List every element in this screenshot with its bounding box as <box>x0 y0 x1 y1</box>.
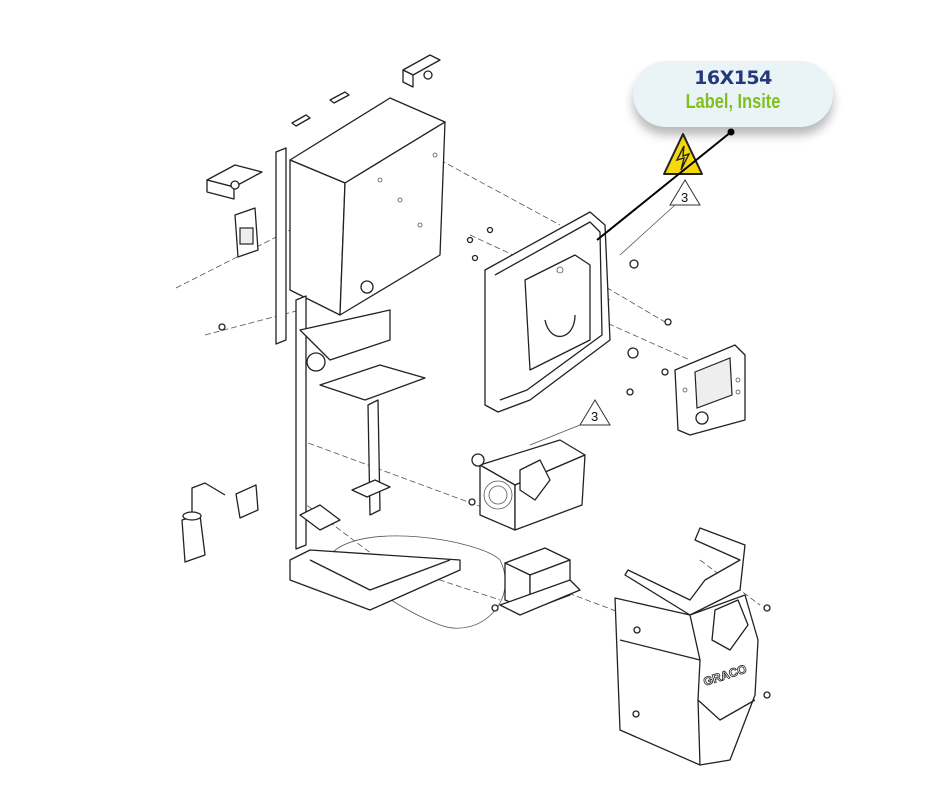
transformer <box>499 547 581 616</box>
power-switch <box>234 207 259 258</box>
electrical-hazard-icon <box>663 133 703 175</box>
fan-assembly <box>471 439 586 531</box>
assembly-lines <box>175 159 761 629</box>
part-name: Label, Insite <box>685 91 781 113</box>
display-housing <box>484 211 611 413</box>
front-cover: GRACO <box>614 527 771 766</box>
callout-leader-line <box>596 128 735 241</box>
electrical-enclosure <box>289 97 446 316</box>
part-number: 16X154 <box>694 67 772 89</box>
frame-stand <box>275 147 461 611</box>
fasteners <box>218 226 672 612</box>
part-callout[interactable]: 16X154 Label, Insite <box>633 61 833 127</box>
reference-marker-1: 3 <box>619 179 701 256</box>
mounting-bracket-top <box>206 54 441 200</box>
reference-marker-2: 3 <box>529 399 611 446</box>
svg-text:3: 3 <box>681 190 688 205</box>
svg-text:3: 3 <box>591 409 598 424</box>
display-module <box>674 344 746 436</box>
lubricant-bottle <box>181 482 259 563</box>
